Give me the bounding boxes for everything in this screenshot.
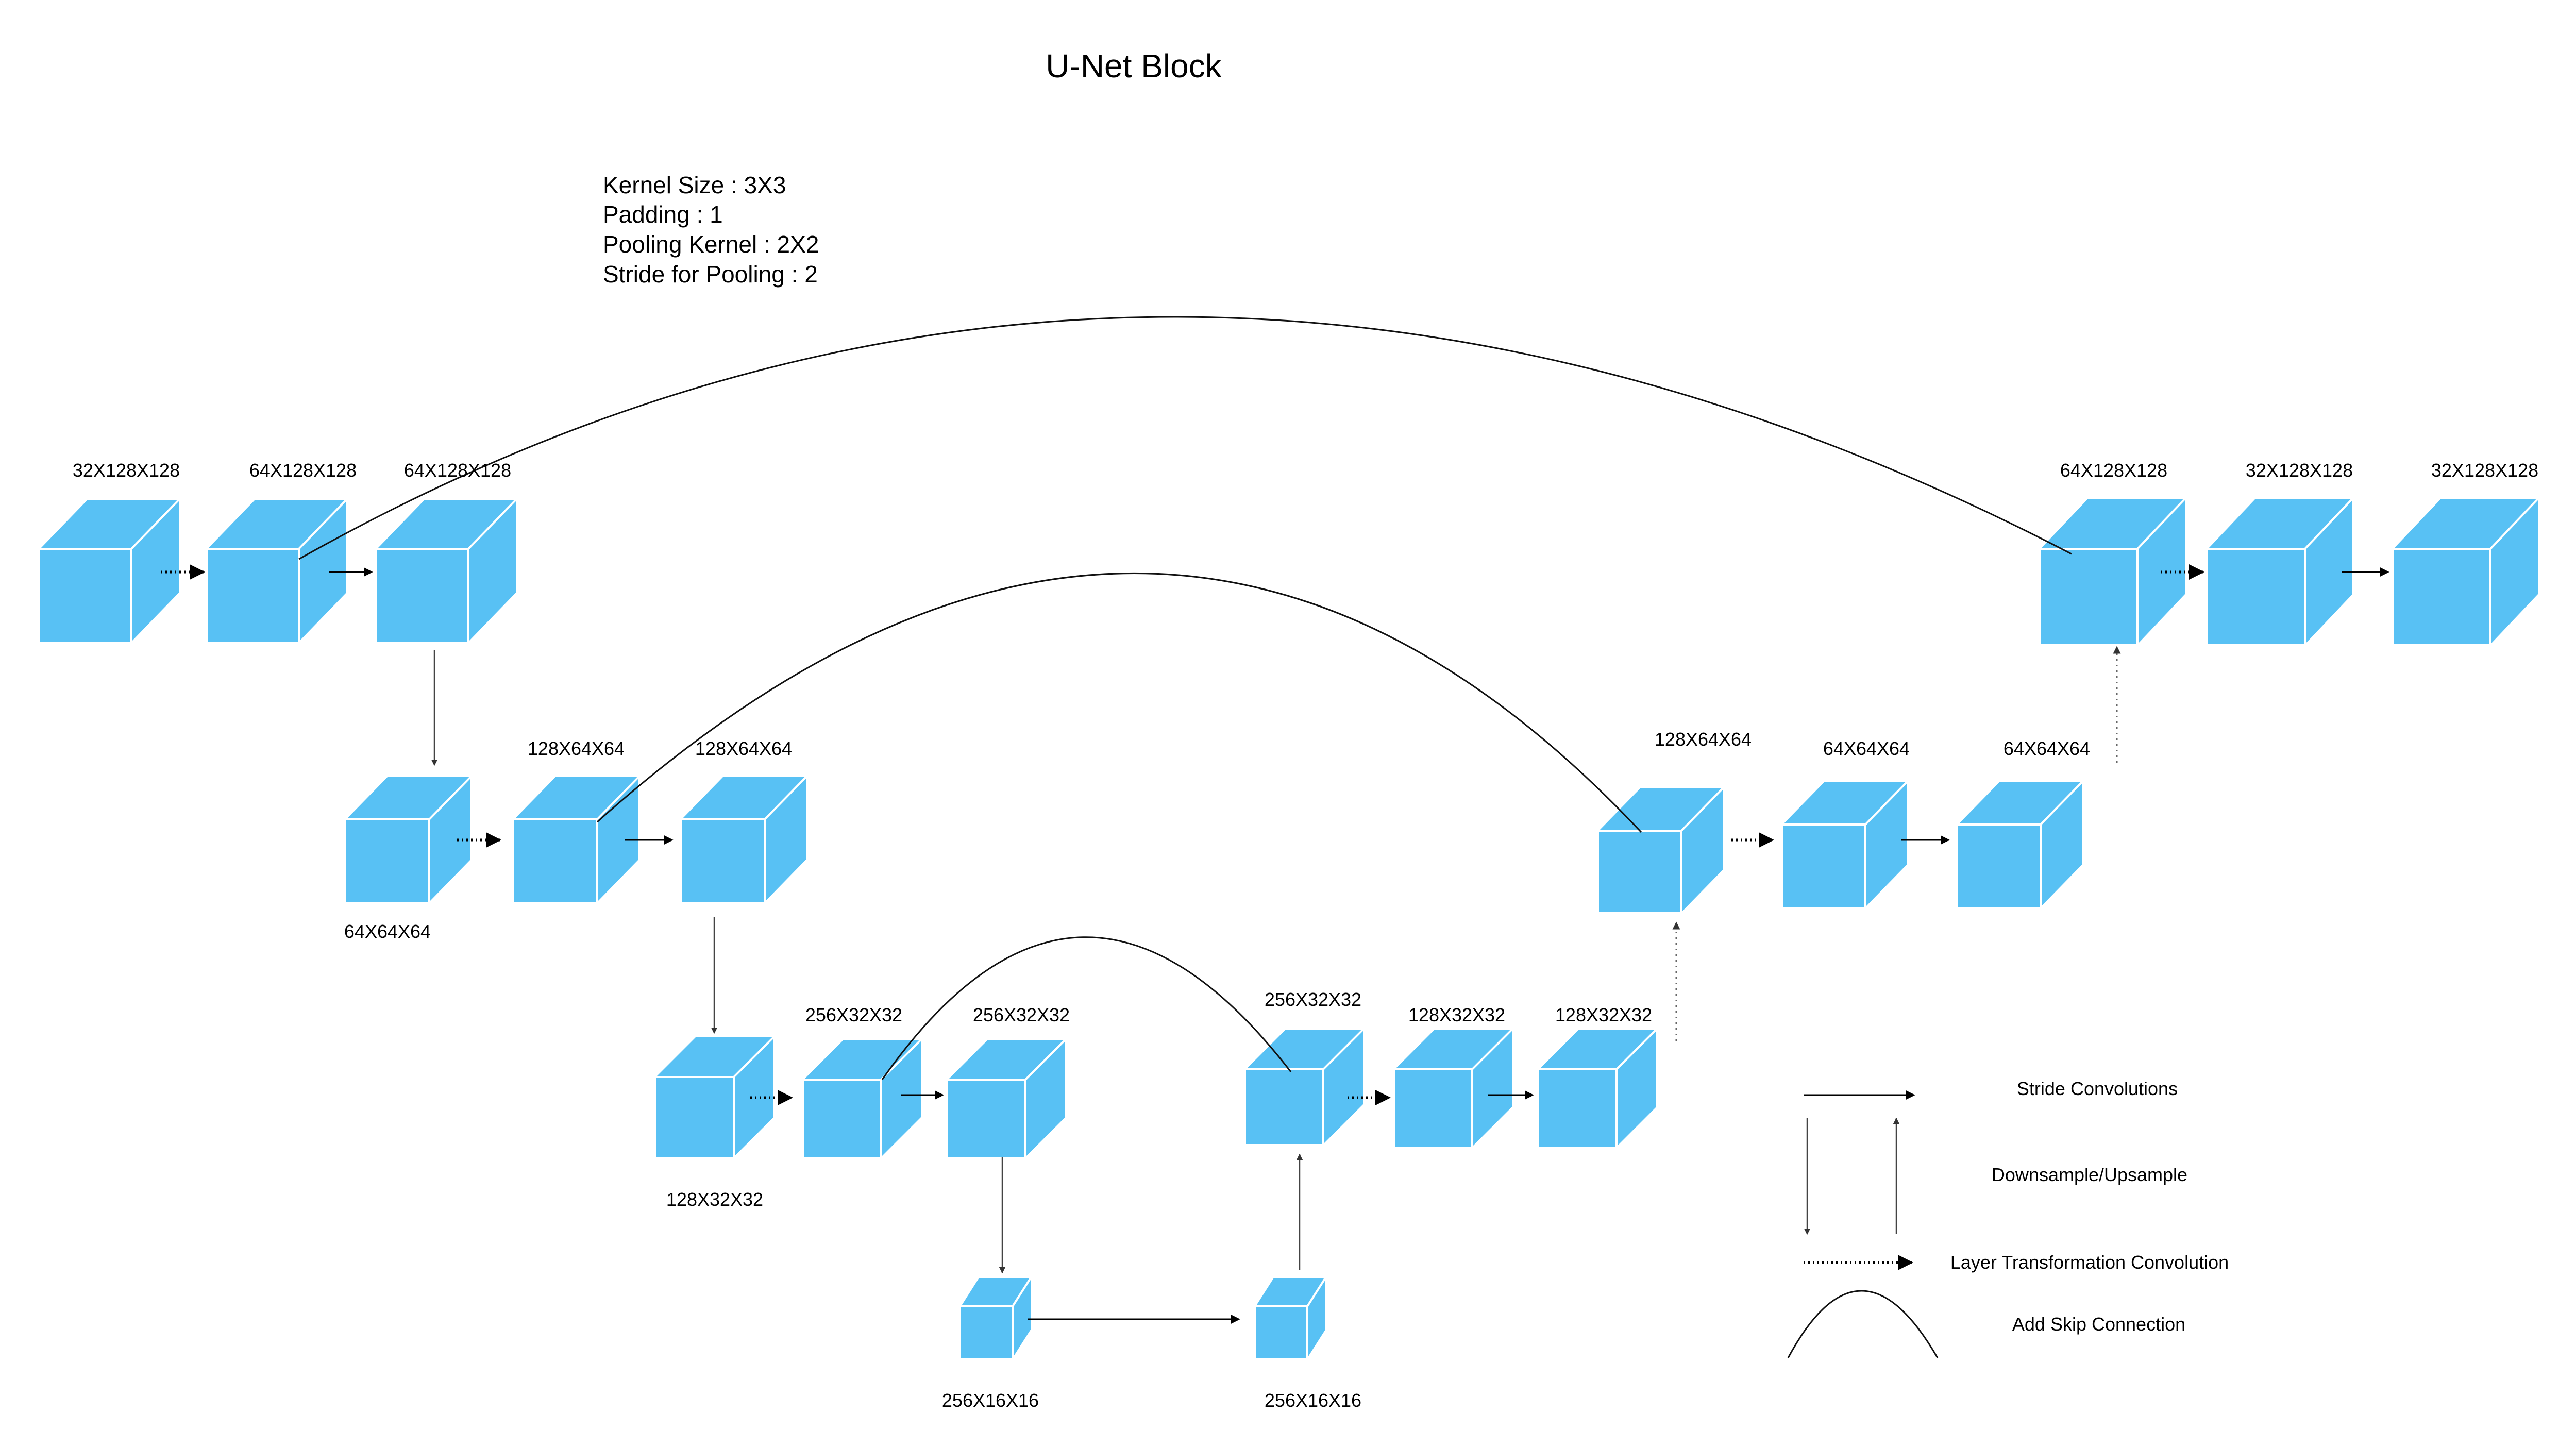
cube-enc1-b: [208, 499, 347, 642]
label-dec2-a: 128X64X64: [1655, 729, 1752, 750]
label-enc3-a: 128X32X32: [666, 1189, 763, 1210]
label-dec2-b: 64X64X64: [1823, 738, 1910, 759]
label-enc1-b: 64X128X128: [249, 460, 357, 481]
cube-enc1-c: [377, 499, 517, 642]
label-dec2-c: 64X64X64: [2003, 738, 2090, 759]
cube-enc2-c: [682, 776, 807, 902]
label-enc2-b: 128X64X64: [528, 738, 625, 759]
cube-dec2-c: [1958, 781, 2083, 907]
cube-dec1-b: [2208, 498, 2353, 644]
label-dec3-c: 128X32X32: [1555, 1004, 1652, 1025]
label-enc2-c: 128X64X64: [695, 738, 792, 759]
legend-skip-arc: [1787, 1290, 1939, 1358]
param-pooling-stride: Stride for Pooling : 2: [603, 261, 818, 288]
legend-skip-label: Add Skip Connection: [2012, 1314, 2185, 1335]
label-dec1-a: 64X128X128: [2060, 460, 2167, 481]
legend-stride-label: Stride Convolutions: [2017, 1078, 2178, 1099]
skip-connection-level3: [881, 936, 1292, 1080]
cube-enc3-a: [656, 1036, 775, 1157]
cube-dec3-b: [1395, 1029, 1513, 1147]
param-padding: Padding : 1: [603, 201, 723, 228]
diagram-title: U-Net Block: [1046, 47, 1222, 85]
cube-enc2-a: [346, 776, 472, 902]
cube-enc3-c: [948, 1039, 1066, 1157]
param-kernel-size: Kernel Size : 3X3: [603, 172, 786, 198]
cube-bottleneck-b: [1256, 1277, 1326, 1358]
label-enc3-c: 256X32X32: [973, 1004, 1070, 1025]
legend-updown-label: Downsample/Upsample: [1992, 1164, 2187, 1185]
cube-dec1-c: [2394, 498, 2539, 644]
label-dec3-b: 128X32X32: [1408, 1004, 1505, 1025]
cube-bottleneck-a: [961, 1277, 1032, 1358]
legend-transform-label: Layer Transformation Convolution: [1950, 1252, 2229, 1273]
label-dec1-b: 32X128X128: [2246, 460, 2353, 481]
skip-connection-level1: [298, 316, 2072, 560]
skip-connection-level2: [597, 572, 1642, 833]
cube-enc3-b: [804, 1039, 922, 1157]
label-bottleneck-b: 256X16X16: [1265, 1390, 1361, 1411]
label-dec3-a: 256X32X32: [1265, 989, 1361, 1010]
cube-enc1-a: [40, 499, 180, 642]
cube-enc2-b: [514, 776, 639, 902]
cube-dec3-c: [1539, 1029, 1657, 1147]
label-bottleneck-a: 256X16X16: [942, 1390, 1039, 1411]
cube-dec1-a: [2041, 498, 2186, 644]
label-enc2-a: 64X64X64: [344, 921, 431, 942]
legend: Stride Convolutions Downsample/Upsample …: [1787, 1078, 2229, 1358]
param-pooling-kernel: Pooling Kernel : 2X2: [603, 231, 819, 258]
cube-dec2-b: [1783, 781, 1908, 907]
label-dec1-c: 32X128X128: [2431, 460, 2538, 481]
label-enc1-c: 64X128X128: [404, 460, 511, 481]
label-enc1-a: 32X128X128: [73, 460, 180, 481]
cube-dec3-a: [1246, 1029, 1364, 1144]
label-enc3-b: 256X32X32: [805, 1004, 902, 1025]
